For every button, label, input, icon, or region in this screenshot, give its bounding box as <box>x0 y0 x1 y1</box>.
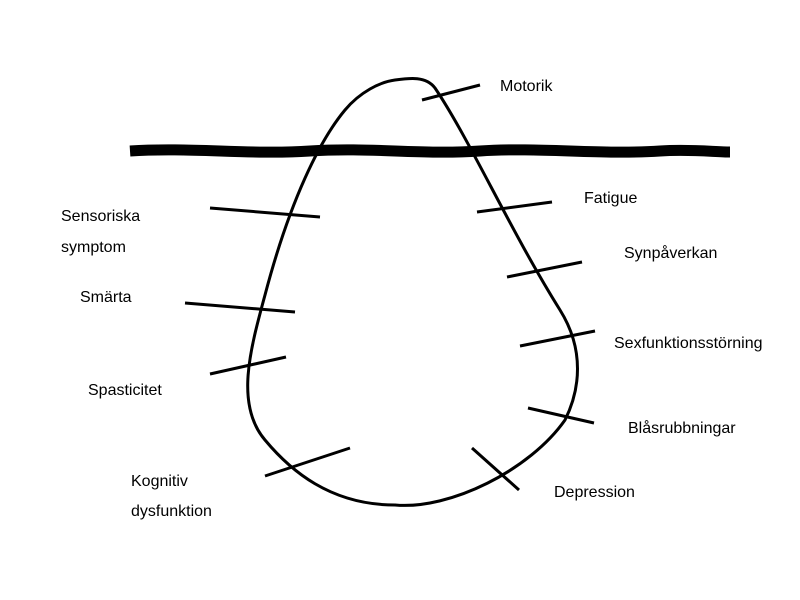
waterline <box>129 144 731 158</box>
label-sensoriska-line2: symptom <box>61 239 126 256</box>
label-sexfunktion: Sexfunktionsstörning <box>614 335 763 352</box>
label-spasticitet: Spasticitet <box>88 382 162 399</box>
label-fatigue: Fatigue <box>584 190 638 207</box>
tick-spasticitet <box>209 355 287 376</box>
label-synpaverkan: Synpåverkan <box>624 245 718 262</box>
tick-blasrubbningar <box>527 406 595 425</box>
tick-kognitiv <box>264 446 351 478</box>
tick-depression <box>471 446 520 492</box>
tick-fatigue <box>476 200 553 214</box>
label-kognitiv-line1: Kognitiv <box>131 473 188 490</box>
tick-sensoriska <box>209 206 321 219</box>
label-depression: Depression <box>554 484 635 501</box>
iceberg-outline <box>246 76 579 507</box>
tick-sexfunktion <box>519 329 596 348</box>
label-smarta: Smärta <box>80 289 132 306</box>
label-sensoriska-line1: Sensoriska <box>61 208 141 225</box>
label-kognitiv-line2: dysfunktion <box>131 503 212 520</box>
tick-synpaverkan <box>506 260 583 279</box>
label-motorik: Motorik <box>500 78 553 95</box>
tick-smarta <box>184 301 296 314</box>
tick-motorik <box>421 83 481 102</box>
label-blasrubbningar: Blåsrubbningar <box>628 420 736 437</box>
